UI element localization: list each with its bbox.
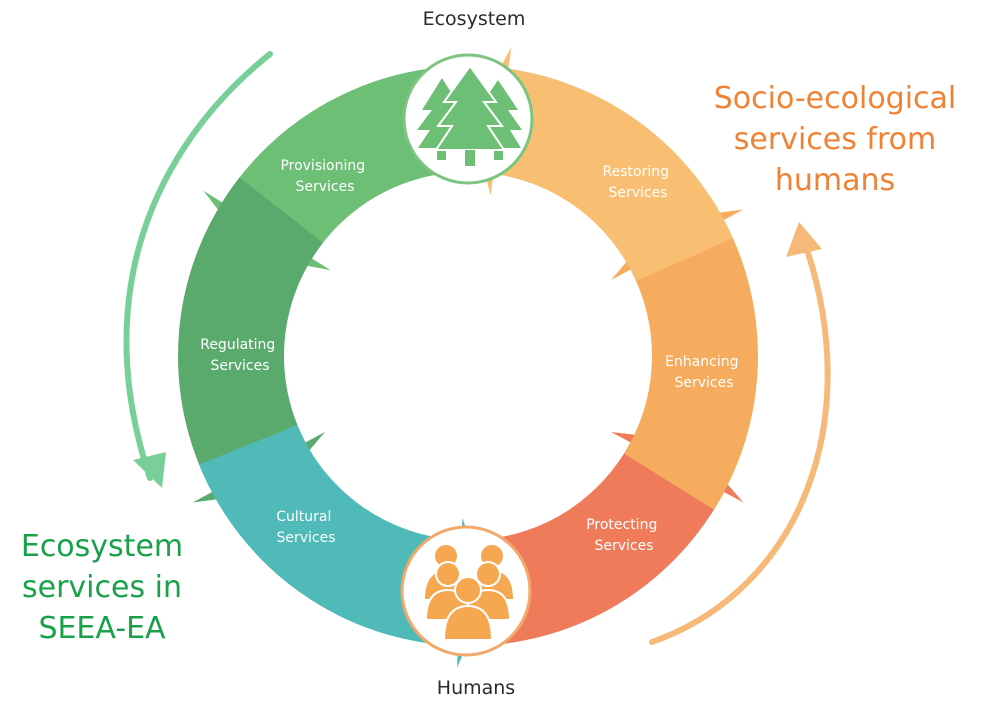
left-cycle-arrowhead: [133, 452, 166, 488]
caption-line: services from: [733, 122, 937, 157]
right-cycle-arrow: [649, 235, 831, 645]
ecosystem-node: [402, 53, 534, 185]
humans-node: [400, 525, 532, 657]
socio-ecological-caption: Socio-ecological services from humans: [700, 78, 970, 201]
trees-icon: [417, 64, 522, 166]
provisioning-services-label: Provisioning Services: [280, 158, 369, 195]
enhancing-services-label: Enhancing Services: [665, 354, 743, 391]
cultural-services-label: Cultural Services: [276, 509, 336, 546]
caption-line: SEEA-EA: [38, 611, 166, 646]
ecosystem-node-label: Ecosystem: [422, 8, 526, 30]
enhancing-services-segment: [611, 209, 759, 510]
segment-labels: Provisioning Services Regulating Service…: [200, 158, 743, 554]
protecting-services-label: Protecting Services: [586, 517, 662, 554]
humans-node-label: Humans: [436, 677, 516, 699]
right-cycle-arrowhead: [786, 222, 822, 257]
caption-line: services in: [22, 570, 182, 605]
services-ring: [178, 47, 759, 668]
regulating-services-segment: [178, 177, 325, 503]
people-icon: [422, 543, 516, 641]
caption-line: Ecosystem: [20, 529, 184, 564]
left-cycle-arrow: [123, 51, 273, 481]
ecosystem-services-caption: Ecosystem services in SEEA-EA: [2, 526, 202, 649]
restoring-services-segment: [472, 47, 733, 282]
caption-line: humans: [774, 163, 896, 198]
restoring-services-label: Restoring Services: [603, 164, 674, 201]
caption-line: Socio-ecological: [713, 81, 957, 116]
regulating-services-label: Regulating Services: [200, 337, 280, 374]
